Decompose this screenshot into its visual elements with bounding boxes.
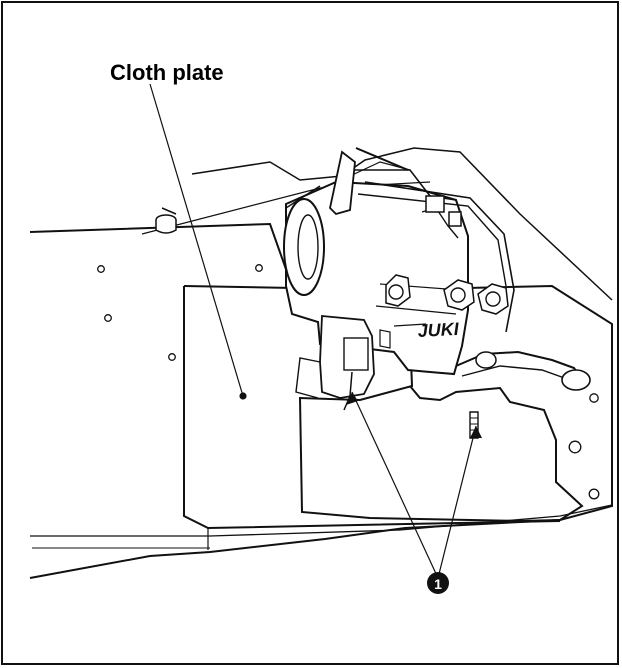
machine-logo-text: JUKI bbox=[417, 319, 460, 341]
part-number-badge bbox=[427, 572, 449, 594]
cloth-plate-label: Cloth plate bbox=[110, 60, 224, 85]
part-number-label: 1 bbox=[434, 576, 442, 592]
